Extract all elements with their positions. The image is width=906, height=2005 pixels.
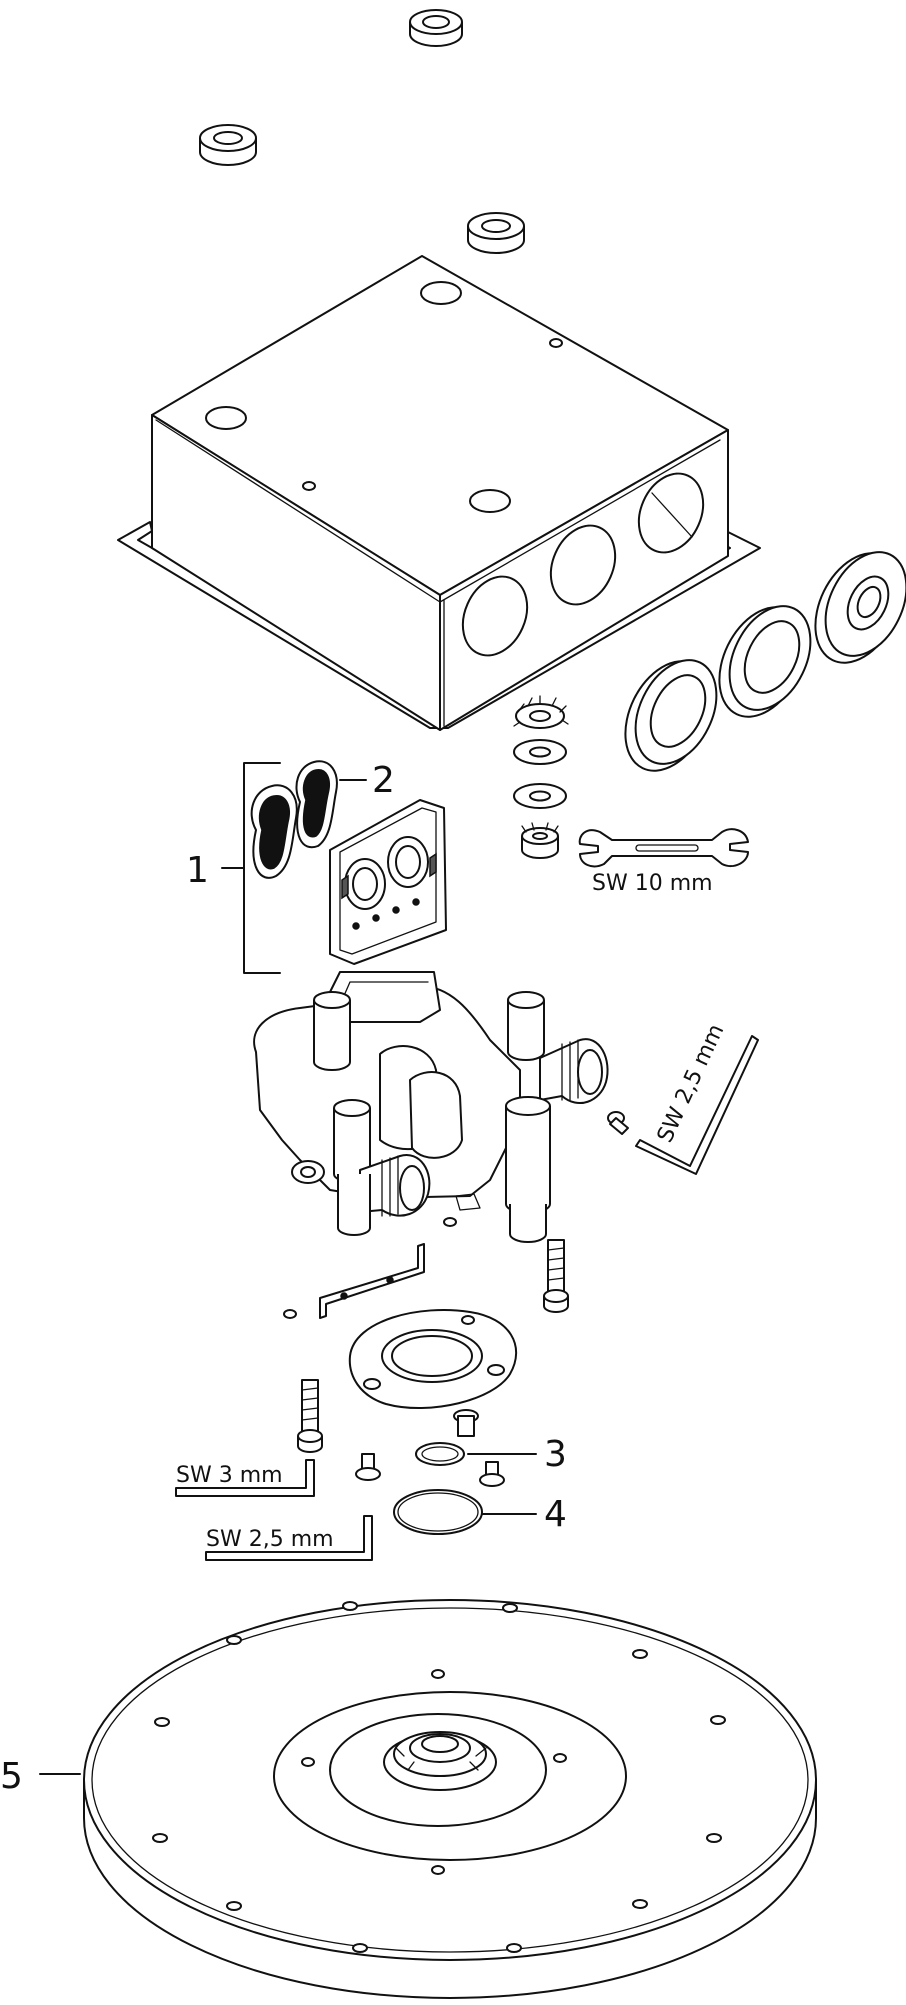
valve-body (253, 971, 609, 1243)
retaining-ring (348, 1308, 518, 1410)
small-screw-left (355, 1453, 381, 1481)
mounting-box (117, 255, 761, 731)
callout-1: 1 (186, 850, 209, 891)
lock-washer (513, 695, 569, 729)
seal-pad-2 (295, 760, 338, 849)
side-grommet-3 (814, 551, 906, 664)
o-ring-small (415, 1442, 465, 1466)
hex-key-large (635, 1035, 759, 1175)
tool-label-sw25: SW 2,5 mm (206, 1527, 334, 1552)
side-grommet-2 (718, 605, 812, 718)
shower-head-disc (83, 1599, 817, 1999)
callout-4: 4 (544, 1494, 567, 1535)
short-screw-center (453, 1409, 479, 1437)
long-screw-right (543, 1239, 569, 1313)
tool-label-sw3: SW 3 mm (176, 1463, 283, 1488)
bracket-strip (319, 1243, 425, 1319)
grommet-right (467, 212, 525, 254)
callout-3: 3 (544, 1434, 567, 1475)
flange-nut (521, 822, 559, 859)
o-ring-large (393, 1489, 483, 1535)
seal-pad-1 (250, 784, 298, 879)
grommet-left (199, 124, 257, 166)
small-pin-2 (283, 1309, 297, 1319)
callout-2: 2 (372, 760, 395, 801)
small-pin-1 (443, 1217, 457, 1227)
callout-5: 5 (0, 1756, 23, 1797)
tool-label-sw10: SW 10 mm (592, 871, 713, 896)
flat-washer-2 (513, 783, 567, 809)
grommet-top (409, 9, 463, 47)
mounting-plate (329, 799, 447, 965)
hex-key-sw3 (175, 1459, 315, 1497)
side-grommet-1 (624, 659, 718, 772)
open-end-wrench (578, 828, 749, 868)
long-screw-left (297, 1379, 323, 1453)
flat-washer-1 (513, 739, 567, 765)
disc-screw-holes (152, 1601, 726, 1953)
grub-screw (607, 1111, 629, 1135)
small-screw-right (479, 1461, 505, 1487)
hex-key-sw25 (205, 1515, 373, 1561)
